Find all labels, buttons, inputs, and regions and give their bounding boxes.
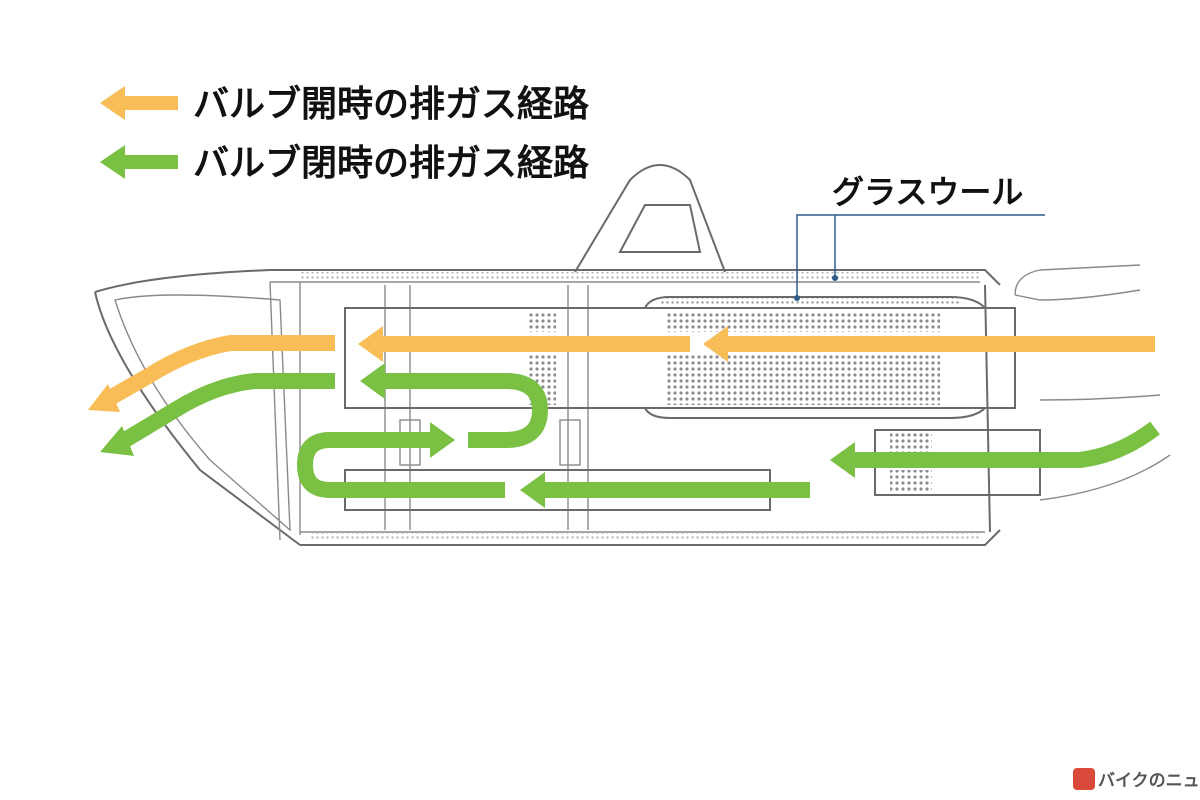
legend-label-closed: バルブ閉時の排ガス経路 [193, 142, 590, 184]
closed-flow-uturn-upper [385, 373, 549, 448]
mounting-bracket [574, 164, 726, 273]
closed-flow-arrow-inlet [850, 421, 1160, 468]
closed-flow-arrow-exit [120, 373, 335, 447]
open-flow-arrow-exit [106, 335, 335, 405]
legend-item-valve-closed: バルブ閉時の排ガス経路 [100, 142, 590, 184]
logo-badge-icon [1073, 768, 1095, 790]
open-flow-arrowhead [703, 326, 728, 362]
legend-label-open: バルブ開時の排ガス経路 [193, 83, 590, 125]
callout-leader-line [796, 214, 1045, 298]
legend: バルブ開時の排ガス経路 バルブ閉時の排ガス経路 [100, 83, 590, 184]
valve-open-flow [88, 326, 1155, 412]
glasswool-jacket [644, 296, 986, 309]
legend-arrow-open [100, 86, 178, 120]
watermark-logo: バイクのニュース [1073, 768, 1200, 791]
glasswool-label: グラスウール [832, 173, 1023, 211]
watermark-text: バイクのニュース [1098, 771, 1200, 791]
legend-item-valve-open: バルブ開時の排ガス経路 [100, 83, 590, 125]
legend-arrow-closed [100, 145, 178, 179]
glasswool-callout: グラスウール [794, 173, 1045, 301]
closed-flow-uturn-lower [296, 432, 505, 498]
valve-closed-flow [100, 363, 1160, 508]
